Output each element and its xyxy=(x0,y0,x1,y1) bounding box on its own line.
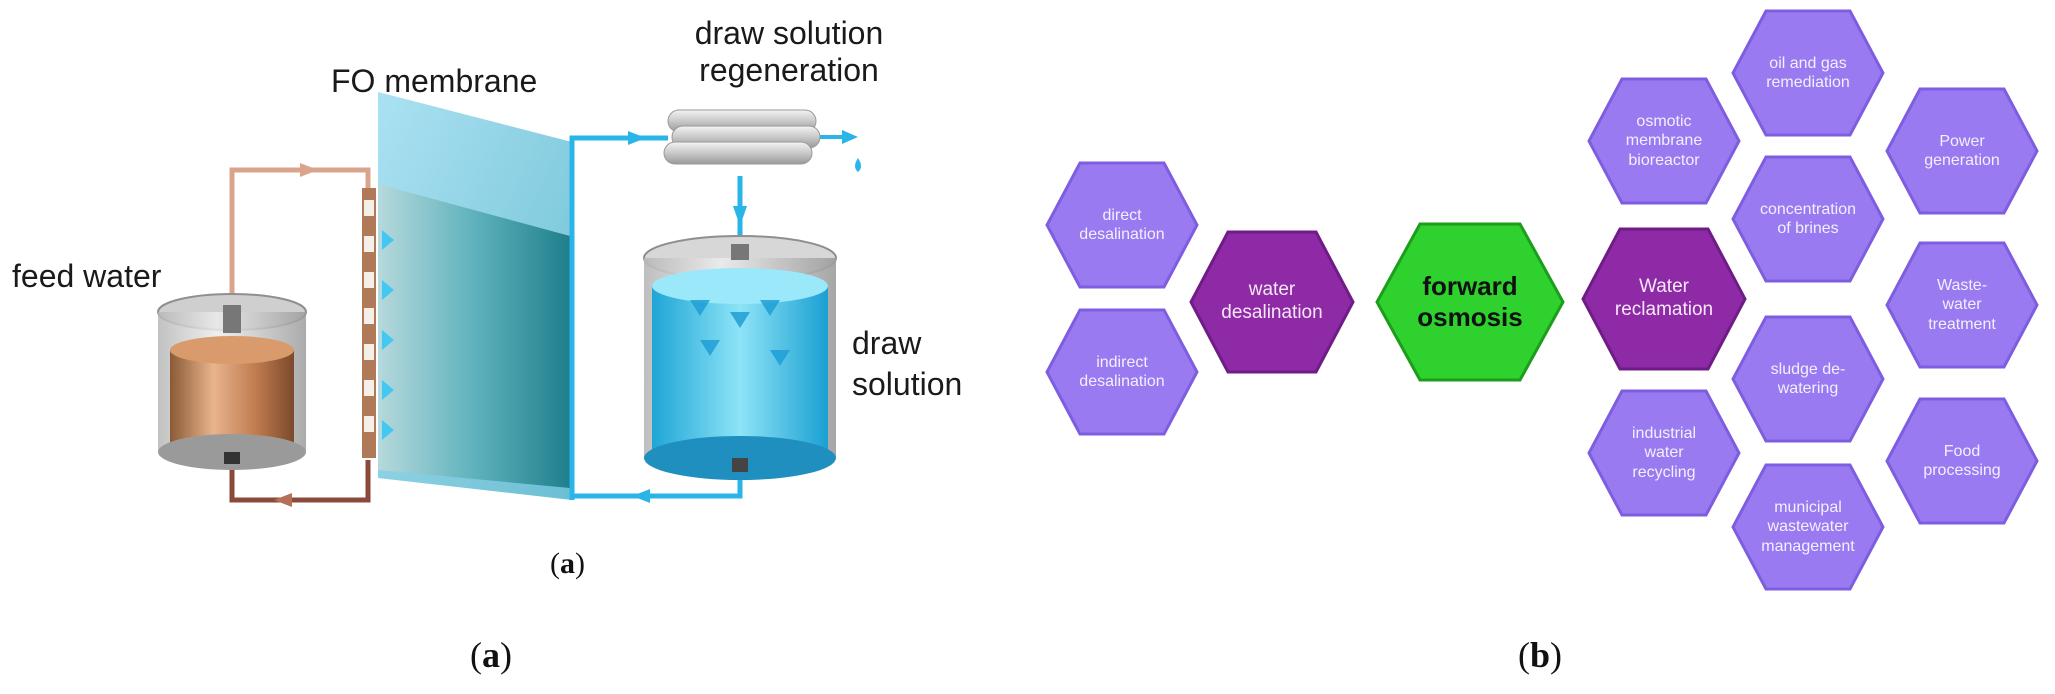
draw-solution-label: draw solution xyxy=(852,325,962,403)
forward-osmosis-line2: osmosis xyxy=(1417,302,1523,332)
wastewater-line1: Waste- xyxy=(1936,277,1988,295)
draw-solution-regeneration-label: draw solution regeneration xyxy=(668,15,910,89)
inner-caption-a-open: ( xyxy=(550,547,560,580)
water-desalination-line2: desalination xyxy=(1221,302,1323,323)
draw-solution-tank xyxy=(643,235,837,480)
wastewater-line2: water xyxy=(1942,296,1982,314)
omb-line1: osmotic xyxy=(1636,113,1692,131)
oil-gas-line1: oil and gas xyxy=(1769,54,1847,72)
fo-membrane-module xyxy=(362,92,572,500)
municipal-line2: wastewater xyxy=(1767,518,1849,536)
caption-a: (a) xyxy=(470,634,512,676)
caption-a-letter: a xyxy=(482,635,500,675)
water-desalination-line1: water xyxy=(1248,279,1296,301)
wastewater-line3: treatment xyxy=(1928,315,1996,333)
fo-membrane-label: FO membrane xyxy=(331,63,538,99)
hex-power-generation: Power generation xyxy=(1884,86,2040,216)
omb-line3: bioreactor xyxy=(1628,151,1700,169)
water-reclamation-line2: reclamation xyxy=(1614,299,1714,320)
brines-line2: of brines xyxy=(1777,220,1839,237)
draw-solution-line1: draw xyxy=(852,325,922,361)
caption-b-open: ( xyxy=(1518,635,1530,675)
draw-solution-regeneration-line1: draw solution xyxy=(694,15,884,51)
hex-direct-desalination: direct desalination xyxy=(1044,160,1200,290)
municipal-line3: management xyxy=(1761,537,1855,555)
municipal-line1: municipal xyxy=(1774,499,1842,517)
draw-solution-regeneration-line2: regeneration xyxy=(699,51,879,88)
indirect-desalination-line1: indirect xyxy=(1096,353,1148,371)
forward-osmosis-line1: forward xyxy=(1422,270,1518,301)
direct-desalination-line1: direct xyxy=(1102,206,1142,224)
indirect-desalination-line2: desalination xyxy=(1079,373,1165,390)
caption-b-close: ) xyxy=(1550,635,1563,675)
caption-b-letter: b xyxy=(1530,635,1551,675)
brines-line1: concentration xyxy=(1759,200,1857,218)
caption-a-close: ) xyxy=(500,635,512,675)
caption-b: (b) xyxy=(1518,634,1562,676)
inner-caption-a-letter: a xyxy=(560,547,575,580)
sludge-line2: watering xyxy=(1777,380,1839,397)
omb-line2: membrane xyxy=(1625,132,1703,150)
food-line2: processing xyxy=(1923,462,2001,479)
feed-water-label: feed water xyxy=(12,258,162,294)
industrial-line2: water xyxy=(1644,444,1684,462)
hex-food-processing: Food processing xyxy=(1884,396,2040,526)
hex-oil-and-gas-remediation: oil and gas remediation xyxy=(1730,8,1886,138)
oil-gas-line2: remediation xyxy=(1766,74,1850,91)
direct-desalination-line2: desalination xyxy=(1079,226,1165,243)
food-line1: Food xyxy=(1943,442,1981,460)
hex-sludge-dewatering: sludge de-watering xyxy=(1730,314,1886,444)
inner-caption-a: (a) xyxy=(550,547,585,581)
feed-loop-pipe xyxy=(229,163,371,318)
industrial-line1: industrial xyxy=(1631,425,1697,443)
power-line1: Power xyxy=(1939,132,1985,150)
draw-solution-line2: solution xyxy=(852,365,963,402)
hex-concentration-of-brines: concentration of brines xyxy=(1730,154,1886,284)
inner-caption-a-close: ) xyxy=(575,547,585,580)
water-reclamation-line1: Water xyxy=(1639,276,1689,298)
power-line2: generation xyxy=(1924,152,2000,169)
feed-return-pipe xyxy=(229,455,371,507)
industrial-line3: recycling xyxy=(1632,463,1696,481)
regeneration-unit xyxy=(663,109,861,172)
hex-indirect-desalination: indirect desalination xyxy=(1044,307,1200,437)
fo-process-schematic xyxy=(157,92,861,507)
caption-a-open: ( xyxy=(470,635,482,675)
sludge-line1: sludge de- xyxy=(1770,360,1846,378)
feed-water-tank xyxy=(157,293,307,470)
